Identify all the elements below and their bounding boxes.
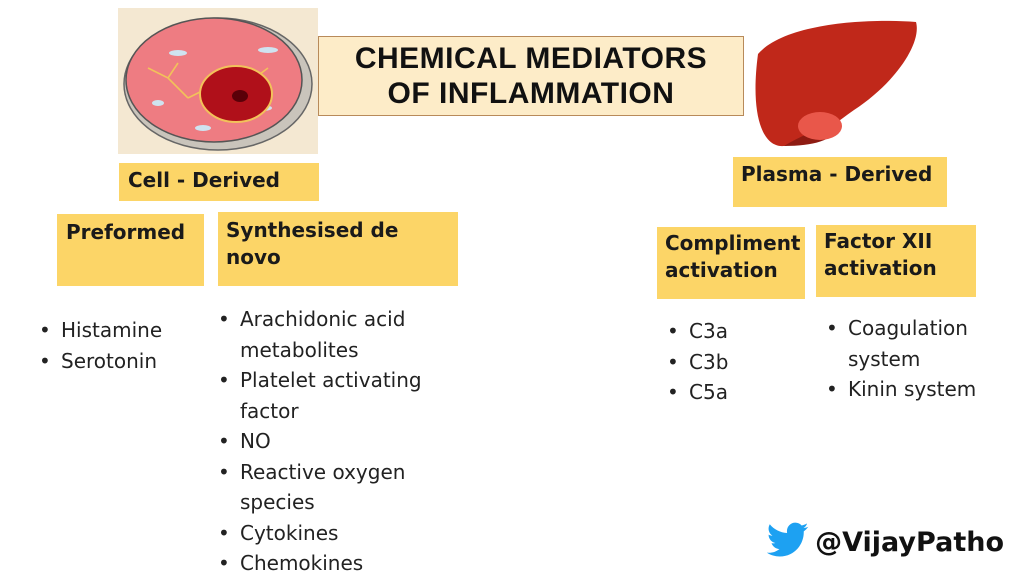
handle-text: @VijayPatho — [815, 526, 1004, 558]
cell-illustration — [118, 8, 318, 154]
synthesised-list: Arachidonic acid metabolites Platelet ac… — [215, 304, 430, 579]
preformed-box: Preformed — [57, 214, 204, 286]
list-item: Coagulation system — [823, 313, 1003, 374]
list-item: Reactive oxygen species — [215, 457, 430, 518]
cell-derived-box: Cell - Derived — [119, 163, 319, 201]
preformed-list: Histamine Serotonin — [36, 315, 206, 376]
list-item: Serotonin — [36, 346, 206, 377]
list-item: C5a — [664, 377, 794, 408]
list-item: Arachidonic acid metabolites — [215, 304, 430, 365]
list-item: C3b — [664, 347, 794, 378]
list-item: C3a — [664, 316, 794, 347]
list-item: NO — [215, 426, 430, 457]
list-item: Kinin system — [823, 374, 1003, 405]
synthesised-box: Synthesised de novo — [218, 212, 458, 286]
title-box: CHEMICAL MEDIATORS OF INFLAMMATION — [318, 36, 744, 116]
plasma-derived-box: Plasma - Derived — [733, 157, 947, 207]
plasma-derived-label: Plasma - Derived — [741, 162, 933, 186]
list-item: Chemokines — [215, 548, 430, 579]
social-handle[interactable]: @VijayPatho — [766, 522, 1004, 562]
list-item: Histamine — [36, 315, 206, 346]
twitter-bird-icon — [766, 522, 809, 562]
liver-illustration — [744, 14, 924, 150]
preformed-label: Preformed — [66, 220, 186, 244]
page-title: CHEMICAL MEDIATORS OF INFLAMMATION — [354, 42, 708, 110]
synthesised-label: Synthesised de novo — [226, 218, 399, 269]
complement-list: C3a C3b C5a — [664, 316, 794, 408]
cell-derived-label: Cell - Derived — [128, 168, 280, 192]
complement-box: Compliment activation — [657, 227, 805, 299]
list-item: Platelet activating factor — [215, 365, 430, 426]
complement-label: Compliment activation — [665, 231, 801, 282]
factor-xii-label: Factor XII activation — [824, 229, 937, 280]
factor-xii-list: Coagulation system Kinin system — [823, 313, 1003, 405]
factor-xii-box: Factor XII activation — [816, 225, 976, 297]
list-item: Cytokines — [215, 518, 430, 549]
